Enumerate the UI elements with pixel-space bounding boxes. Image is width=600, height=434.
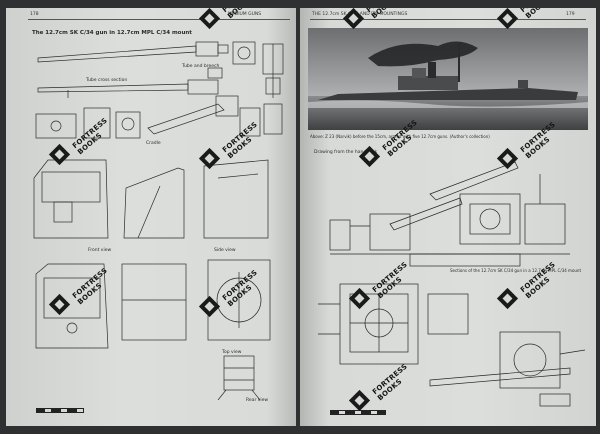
left-header-rule	[28, 19, 290, 20]
right-page-number: 179	[566, 12, 575, 17]
left-page: 178 MEDIUM GUNS The 12.7cm SK C/34 gun i…	[6, 8, 296, 426]
gun-technical-drawings	[33, 41, 284, 401]
left-page-title: The 12.7cm SK C/34 gun in 12.7cm MPL C/3…	[32, 30, 192, 36]
right-scale-bar	[330, 400, 386, 415]
label-tube-cross-section: Tube cross section	[86, 78, 128, 83]
section-caption: Sections of the 12.7cm SK C/34 gun in a …	[450, 268, 582, 273]
label-front-view: Front view	[88, 248, 112, 253]
photo-caption: Above: Z 23 (Narvik) before the 15cm, ar…	[310, 134, 490, 139]
left-scale-bar	[36, 398, 84, 413]
left-page-number: 178	[30, 12, 39, 17]
left-running-head: MEDIUM GUNS	[228, 12, 262, 17]
label-tube-breech: Tube and breech	[182, 64, 220, 69]
right-header-rule	[310, 19, 586, 20]
gun-mount-sections-drawing	[318, 161, 586, 407]
drawing-caption: Drawing from the handbook	[314, 150, 378, 155]
label-rear-view: Rear view	[246, 398, 269, 403]
destroyer-photo	[308, 28, 588, 130]
label-cradle: Cradle	[146, 141, 161, 146]
label-side-view: Side view	[214, 248, 236, 253]
label-top-view: Top view	[222, 350, 242, 355]
right-page: THE 12.7cm SK C/34 AND ITS MOUNTINGS 179	[300, 8, 596, 426]
